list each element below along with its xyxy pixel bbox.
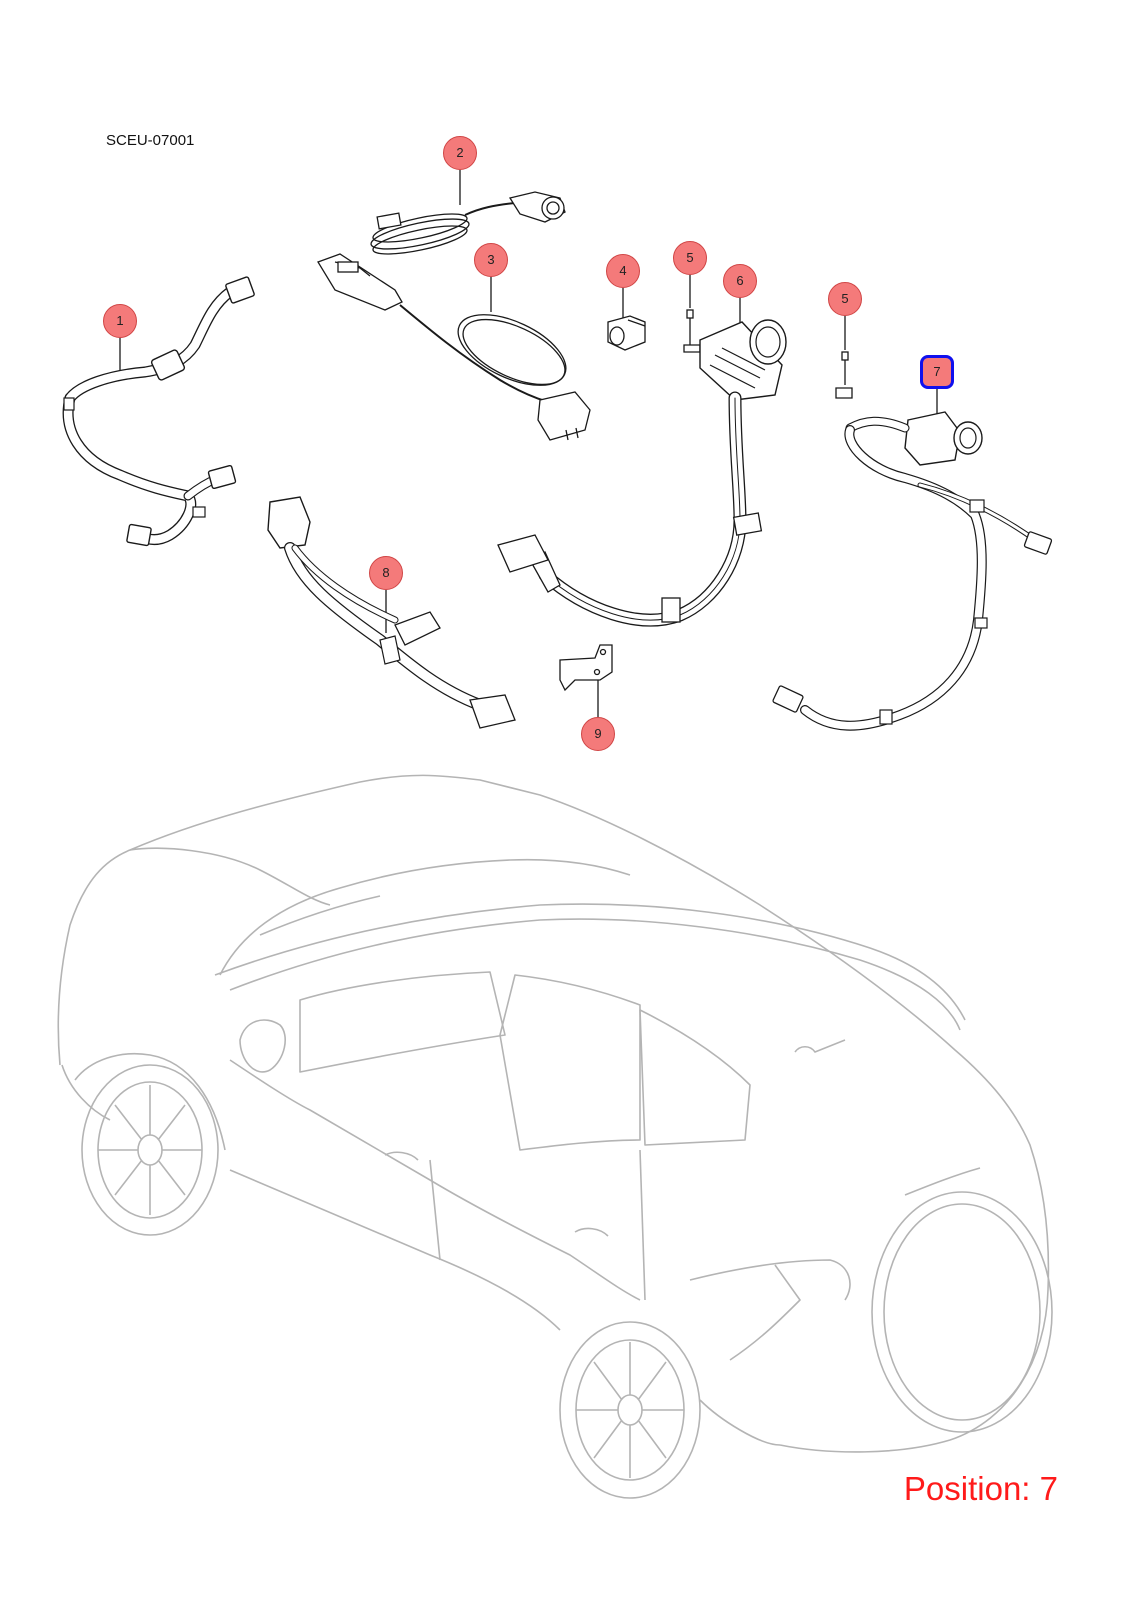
callout-9[interactable]: 9 bbox=[581, 717, 615, 751]
position-label: Position: 7 bbox=[903, 1470, 1058, 1507]
callout-3[interactable]: 3 bbox=[474, 243, 508, 277]
part-6-charge-port-harness bbox=[497, 319, 787, 627]
callout-1[interactable]: 1 bbox=[103, 304, 137, 338]
callout-7-selected[interactable]: 7 bbox=[920, 355, 954, 389]
vehicle-outline bbox=[57, 774, 1053, 1499]
part-2-coiled-charge-cable bbox=[370, 191, 566, 255]
part-5-bolt-a bbox=[683, 309, 701, 353]
callout-6[interactable]: 6 bbox=[723, 264, 757, 298]
part-7-rear-charge-port-harness bbox=[772, 411, 1053, 731]
part-4-connector bbox=[607, 315, 646, 351]
part-3-portable-charger bbox=[317, 253, 591, 441]
part-8-harness bbox=[267, 496, 516, 729]
part-5-bolt-b bbox=[835, 351, 853, 399]
part-1-wiring-harness bbox=[62, 276, 255, 547]
diagram-code: SCEU-07001 bbox=[106, 132, 195, 149]
callout-4[interactable]: 4 bbox=[606, 254, 640, 288]
leader-lines bbox=[119, 170, 938, 717]
callout-5-b[interactable]: 5 bbox=[828, 282, 862, 316]
part-9-bracket bbox=[559, 644, 613, 692]
callout-5-a[interactable]: 5 bbox=[673, 241, 707, 275]
callout-8[interactable]: 8 bbox=[369, 556, 403, 590]
callout-2[interactable]: 2 bbox=[443, 136, 477, 170]
